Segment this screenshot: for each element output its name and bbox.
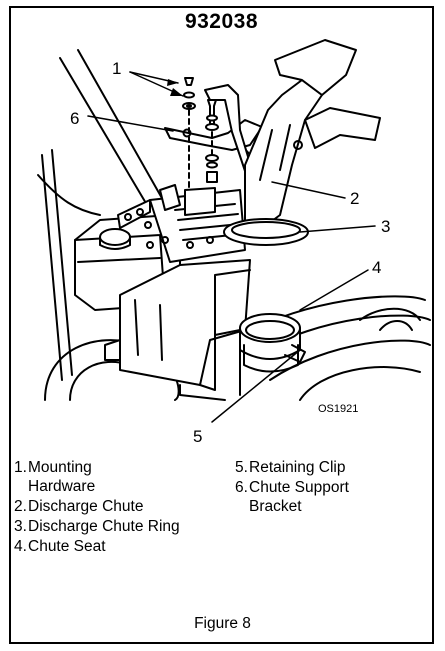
legend-column-2: 5. Retaining Clip 6. Chute Support Brack… <box>235 458 420 517</box>
legend-item-3: 3. Discharge Chute Ring <box>14 517 224 536</box>
legend-number: 3. <box>14 518 27 535</box>
legend-number: 6. <box>235 479 248 496</box>
legend-text: Mounting Hardware <box>28 459 96 495</box>
engine-cover <box>184 187 216 216</box>
callout-4: 4 <box>372 258 381 277</box>
chute-deflector <box>304 107 381 149</box>
part-number: 932038 <box>184 10 259 33</box>
leader-4 <box>299 269 369 311</box>
callout-6: 6 <box>70 109 79 128</box>
leader-3 <box>299 225 376 233</box>
leader-5 <box>211 349 301 423</box>
handle-bar-left <box>59 49 164 211</box>
legend-item-2: 2. Discharge Chute <box>14 497 224 516</box>
legend-text: Discharge Chute Ring <box>28 518 180 535</box>
legend-number: 4. <box>14 538 27 555</box>
legend-number: 5. <box>235 459 248 476</box>
callout-5: 5 <box>193 427 202 446</box>
retaining-clip <box>284 344 306 363</box>
legend-text: Chute Seat <box>28 538 106 555</box>
figure-caption: Figure 8 <box>194 615 251 632</box>
legend-item-1: 1. Mounting Hardware <box>14 458 224 496</box>
legend-item-5: 5. Retaining Clip <box>235 458 420 477</box>
callout-3: 3 <box>381 217 390 236</box>
leader-6 <box>87 115 174 132</box>
legend-number: 1. <box>14 459 27 476</box>
legend-text: Chute Support Bracket <box>249 479 349 515</box>
legend-text: Discharge Chute <box>28 498 144 515</box>
legend-text: Retaining Clip <box>249 459 346 476</box>
mower-frame <box>119 259 251 386</box>
handle-bar-lower <box>41 149 73 381</box>
legend-column-1: 1. Mounting Hardware 2. Discharge Chute … <box>14 458 224 557</box>
legend-item-6: 6. Chute Support Bracket <box>235 478 420 516</box>
cable <box>37 174 101 216</box>
callout-1: 1 <box>112 59 121 78</box>
callout-2: 2 <box>350 189 359 208</box>
legend-item-4: 4. Chute Seat <box>14 537 224 556</box>
chute-seat <box>239 313 301 373</box>
figure-code: OS1921 <box>318 403 358 415</box>
legend-number: 2. <box>14 498 27 515</box>
fuel-cap <box>99 228 131 246</box>
leader-2 <box>271 181 346 199</box>
mounting-hardware <box>182 77 219 183</box>
figure-frame: 932038 <box>9 6 434 644</box>
